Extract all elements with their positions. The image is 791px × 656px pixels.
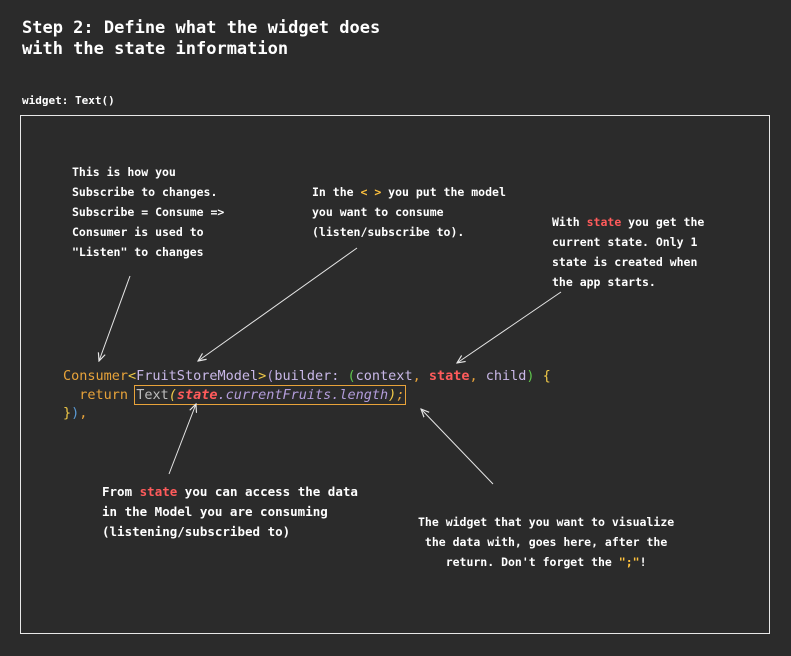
widget-label: widget: Text()	[22, 94, 115, 107]
from-note-word: state	[139, 484, 178, 499]
code-member-access: .currentFruits.length	[217, 386, 389, 403]
state-note: With state you get the current state. On…	[552, 212, 704, 292]
arrow-consumer	[99, 275, 131, 361]
widget-note-end: !	[639, 555, 647, 569]
code-text-state: state	[176, 386, 218, 403]
code-gt: >	[258, 368, 267, 384]
code-state: state	[428, 368, 470, 384]
code-brace-open: {	[534, 368, 551, 384]
code-text-paren-close: )	[388, 386, 397, 403]
code-args-close: )	[526, 368, 535, 384]
from-note-post: you can access the data in the Model you…	[102, 484, 358, 539]
from-note-pre: From	[102, 484, 140, 499]
arrow-state	[457, 291, 562, 363]
code-trailing-comma: ,	[79, 405, 88, 421]
code-brace-close: }	[63, 405, 72, 421]
code-comma-1: ,	[412, 368, 429, 384]
code-lt: <	[128, 368, 137, 384]
state-note-post: you get the current state. Only 1 state …	[552, 215, 705, 289]
code-return: return	[79, 386, 129, 403]
code-block: Consumer<FruitStoreModel>(builder: (cont…	[63, 367, 551, 423]
code-comma-2: ,	[469, 368, 486, 384]
code-args-open: (	[347, 368, 356, 384]
state-note-pre: With	[552, 215, 587, 229]
arrow-from-state	[168, 404, 196, 475]
code-child: child	[485, 368, 527, 384]
widget-note: The widget that you want to visualize th…	[418, 512, 674, 572]
widget-note-text: The widget that you want to visualize th…	[418, 515, 675, 569]
code-context: context	[355, 368, 413, 384]
code-text-paren-open: (	[168, 386, 177, 403]
diagram-frame	[20, 115, 770, 634]
model-note: In the < > you put the model you want to…	[312, 182, 506, 242]
code-semicolon: ;	[396, 386, 405, 403]
code-consumer: Consumer	[63, 368, 129, 384]
code-paren-open: (	[266, 368, 275, 384]
model-note-pre: In the	[312, 185, 361, 199]
code-text: Text	[136, 386, 169, 403]
code-paren-close: )	[71, 405, 80, 421]
return-expression-box: Text(state.currentFruits.length);	[134, 384, 407, 405]
code-builder: builder:	[274, 368, 348, 384]
arrow-widget	[421, 409, 494, 485]
page-title: Step 2: Define what the widget does with…	[22, 18, 381, 59]
from-state-note: From state you can access the data in th…	[102, 482, 358, 542]
consumer-note: This is how you Subscribe to changes. Su…	[72, 165, 225, 259]
model-note-post: you put the model you want to consume (l…	[312, 185, 506, 239]
model-note-brackets: < >	[360, 185, 382, 199]
arrow-model	[198, 247, 358, 361]
code-model: FruitStoreModel	[136, 368, 259, 384]
widget-note-semicolon: ";"	[618, 555, 640, 569]
state-note-word: state	[586, 215, 622, 229]
